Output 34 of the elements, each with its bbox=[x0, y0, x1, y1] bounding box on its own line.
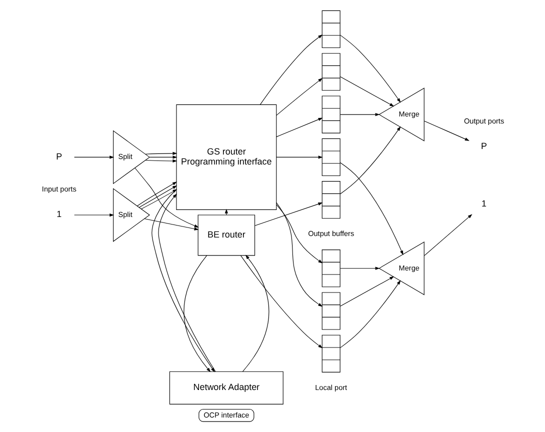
node-text: P bbox=[480, 141, 487, 152]
arrow bbox=[276, 156, 322, 159]
arrow bbox=[339, 276, 394, 307]
arrow bbox=[144, 152, 177, 155]
arrow bbox=[276, 202, 322, 307]
node-text: 1 bbox=[56, 209, 62, 220]
node-box: GS router Programming interface bbox=[176, 104, 276, 210]
arrow bbox=[339, 280, 400, 348]
arrow bbox=[134, 168, 198, 228]
arrow bbox=[148, 156, 177, 159]
node-text: P bbox=[56, 151, 62, 162]
node-text: 1 bbox=[481, 198, 486, 208]
arrow bbox=[276, 78, 322, 116]
arrow bbox=[339, 76, 394, 107]
arrow bbox=[339, 34, 400, 103]
arrow bbox=[242, 254, 269, 372]
arrow bbox=[339, 162, 403, 256]
arrow bbox=[276, 204, 322, 264]
arrow bbox=[339, 266, 380, 270]
arrow bbox=[74, 156, 114, 159]
arrow bbox=[259, 34, 322, 105]
arrow bbox=[423, 214, 472, 256]
arrow bbox=[144, 218, 198, 230]
arrow bbox=[144, 159, 177, 163]
arrow bbox=[276, 118, 322, 138]
arrow bbox=[240, 255, 322, 348]
arrow bbox=[183, 255, 210, 372]
arrow bbox=[423, 120, 469, 141]
node-box: Network Adapter bbox=[168, 371, 283, 404]
arrow bbox=[339, 126, 400, 194]
arrow bbox=[339, 112, 380, 116]
arrow bbox=[254, 202, 322, 226]
node-box: BE router bbox=[197, 214, 255, 256]
arrow bbox=[74, 213, 114, 217]
